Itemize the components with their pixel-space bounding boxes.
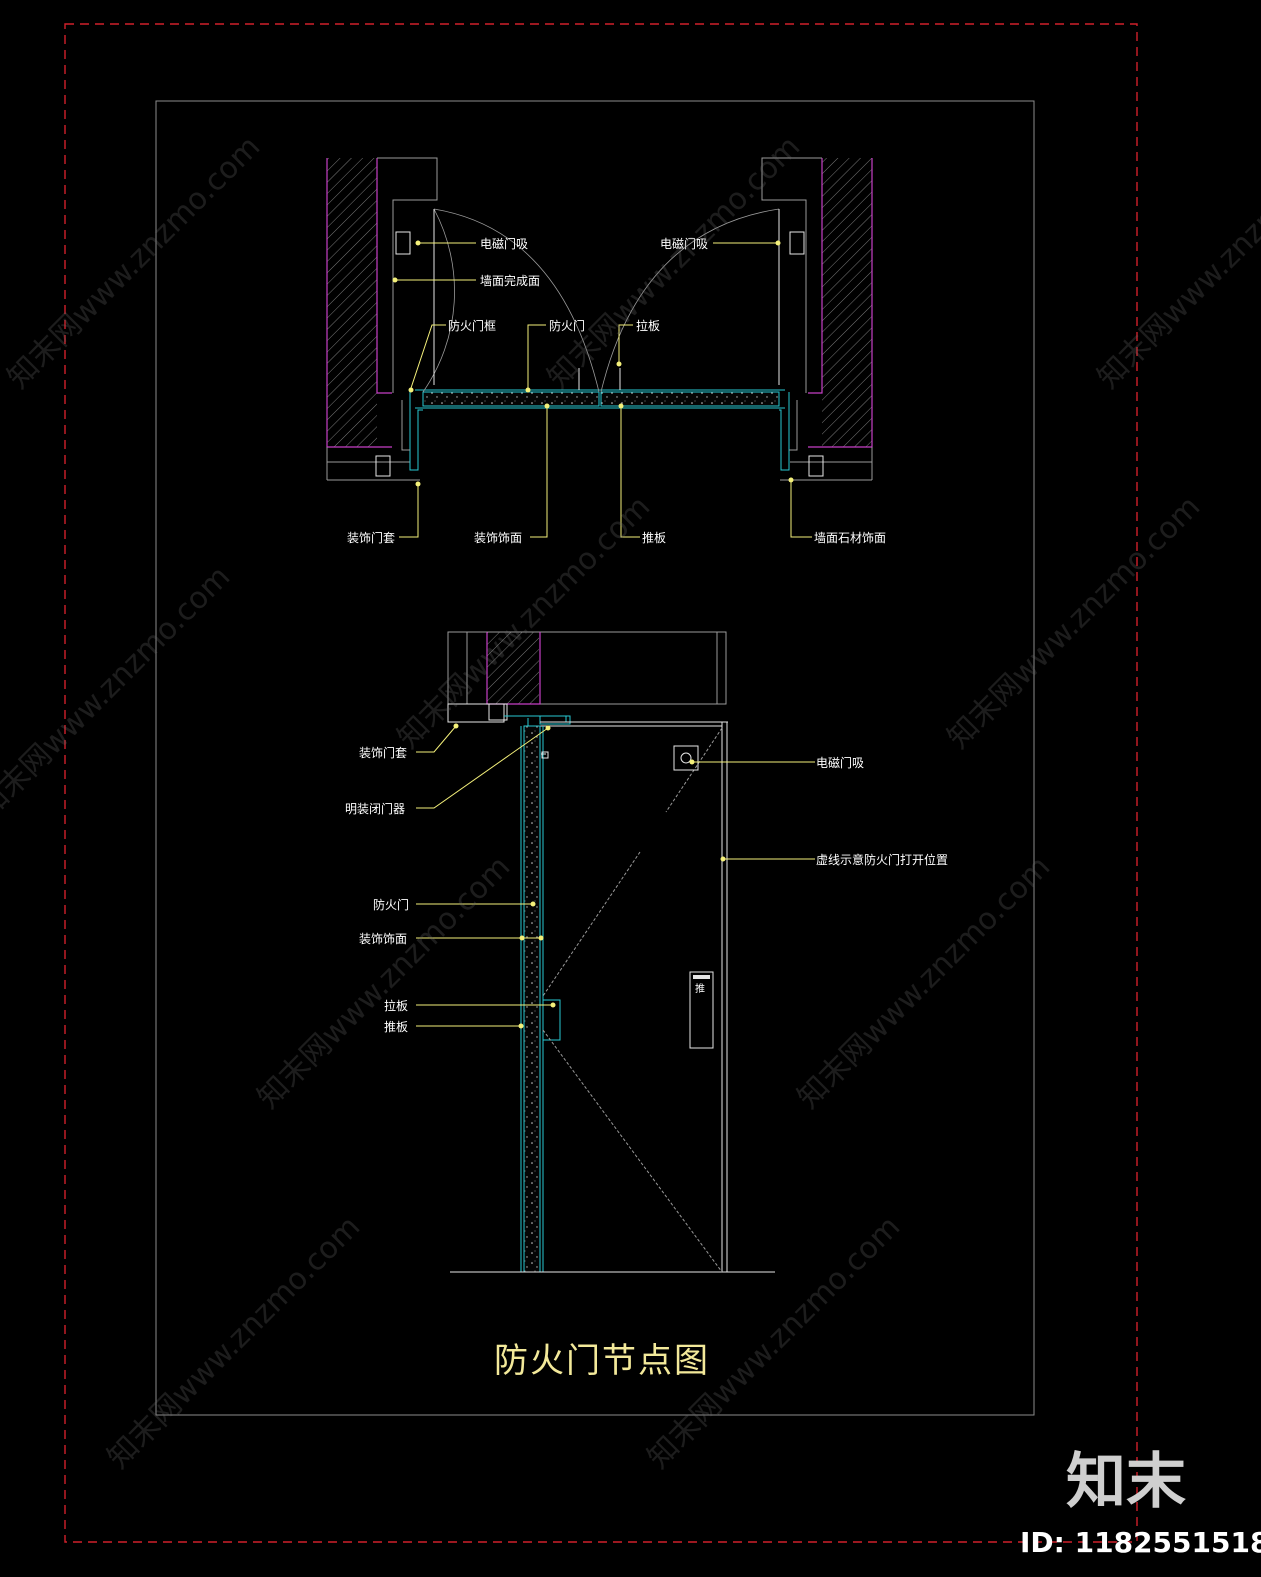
- label-wall-stone-finish: 墙面石材饰面: [814, 531, 886, 545]
- label-pull-plate-plan: 拉板: [636, 318, 660, 333]
- drawing-frame: [155, 100, 1035, 1416]
- label-magnetic-holder-left: 电磁门吸: [480, 236, 528, 251]
- head-wall-hatch: [487, 632, 539, 704]
- label-dashed-open-position: 虚线示意防火门打开位置: [816, 852, 948, 867]
- label-decor-door-casing-section: 装饰门套: [359, 745, 407, 760]
- plan-door-leaf-left: [422, 391, 600, 407]
- push-sign-text: 推: [695, 982, 705, 995]
- watermark-logo: 知末: [1066, 1447, 1186, 1517]
- label-fire-door-section: 防火门: [373, 897, 409, 912]
- right-wall-hatch: [822, 158, 872, 447]
- watermark-id: ID: 1182551518: [1020, 1526, 1261, 1559]
- plan-door-leaf-right: [600, 391, 780, 407]
- watermark-text: 知末网www.znzmo.com: [1091, 129, 1261, 395]
- left-wall-hatch: [327, 158, 377, 447]
- push-sign-plate: [689, 971, 714, 1049]
- watermark-text: 知末网www.znzmo.com: [791, 849, 1057, 1115]
- door-swing-arc-left: [422, 208, 455, 393]
- label-magnetic-holder-section: 电磁门吸: [816, 755, 864, 770]
- label-magnetic-holder-right: 电磁门吸: [660, 236, 708, 251]
- watermark-text: 知末网www.znzmo.com: [541, 129, 807, 395]
- plan-view: 电磁门吸 墙面完成面 防火门框 防火门 拉板 电磁门吸 装饰门套 装饰饰面 推板…: [326, 157, 886, 545]
- sheet-border-dashed: [64, 23, 1138, 1543]
- label-push-plate-section: 推板: [384, 1020, 408, 1034]
- watermark-text: 知末网www.znzmo.com: [101, 1209, 367, 1475]
- label-decor-finish-plan: 装饰饰面: [474, 531, 522, 545]
- watermark-text: 知末网www.znzmo.com: [251, 849, 517, 1115]
- label-pull-plate-section: 拉板: [384, 998, 408, 1013]
- label-surface-door-closer: 明装闭门器: [345, 801, 405, 816]
- section-door-leaf: [523, 725, 541, 1273]
- label-decor-door-casing-plan: 装饰门套: [347, 530, 395, 545]
- label-wall-finish: 墙面完成面: [480, 273, 540, 288]
- watermark-text: 知末网www.znzmo.com: [1, 129, 267, 395]
- watermark-text: 知末网www.znzmo.com: [0, 559, 237, 825]
- label-fire-door-frame: 防火门框: [448, 318, 496, 333]
- label-push-plate-plan: 推板: [642, 531, 666, 545]
- section-view: 推 装饰门套 明装闭门器 电磁门吸 虚线示意防火门打开位置 防火门 装饰饰面 拉…: [345, 631, 948, 1273]
- watermark-layer: 知末网www.znzmo.com 知末网www.znzmo.com 知末网www…: [0, 129, 1261, 1475]
- drawing-title: 防火门节点图: [494, 1341, 710, 1381]
- label-decor-finish-section: 装饰饰面: [359, 932, 407, 946]
- watermark-text: 知末网www.znzmo.com: [941, 489, 1207, 755]
- label-fire-door-plan: 防火门: [549, 318, 585, 333]
